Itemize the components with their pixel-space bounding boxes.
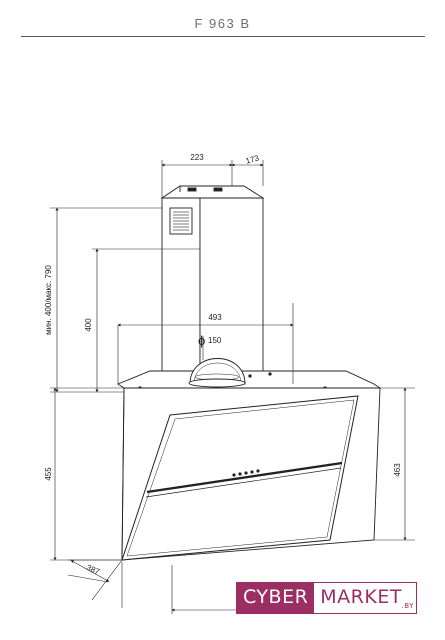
- logo-tld: .BY: [401, 602, 414, 610]
- logo-cyber: CYBER: [237, 583, 315, 613]
- logo-market: MARKET .BY: [314, 583, 416, 613]
- dim-chimney-width: 223: [190, 153, 204, 162]
- dim-outlet-spacing: 493: [208, 313, 222, 322]
- dim-chimney-depth: 173: [245, 153, 261, 165]
- bracket-hole: [187, 187, 197, 192]
- title-rule: [21, 36, 425, 37]
- duct-outlet: [189, 358, 246, 385]
- diameter-symbol: ϕ: [198, 333, 205, 348]
- bracket-hole: [213, 187, 223, 192]
- dim-canopy-depth: 387: [85, 563, 101, 577]
- dim-outlet-diameter: 150: [208, 336, 222, 345]
- model-title: F 963 B: [194, 16, 251, 31]
- dim-canopy-height-right: 463: [393, 463, 402, 477]
- logo-market-text: MARKET: [320, 586, 402, 608]
- dim-canopy-height-left: 455: [44, 467, 53, 481]
- glass-front-panel: [121, 395, 359, 561]
- dim-chimney-height-range: мин. 400/макс. 790: [44, 265, 53, 335]
- chimney: [160, 185, 265, 385]
- control-buttons: [232, 469, 260, 477]
- cybermarket-logo: CYBER MARKET .BY: [236, 582, 417, 614]
- dimension-lines: [50, 160, 415, 614]
- dim-chimney-height-min: 400: [84, 318, 93, 332]
